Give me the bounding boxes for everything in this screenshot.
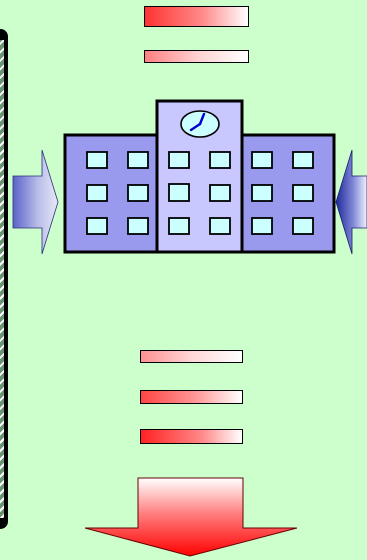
arrow-left-icon bbox=[335, 149, 367, 255]
arrow-down-icon bbox=[84, 477, 298, 557]
arrow-right-icon bbox=[12, 149, 59, 255]
bottom-bar-3 bbox=[140, 429, 243, 444]
top-bar-1 bbox=[144, 6, 249, 27]
side-rail bbox=[0, 30, 7, 528]
bottom-bar-2 bbox=[140, 390, 243, 404]
bottom-bar-1 bbox=[140, 350, 243, 363]
clock-icon bbox=[180, 110, 220, 138]
school-building-icon bbox=[63, 99, 336, 254]
top-bar-2 bbox=[144, 50, 249, 63]
